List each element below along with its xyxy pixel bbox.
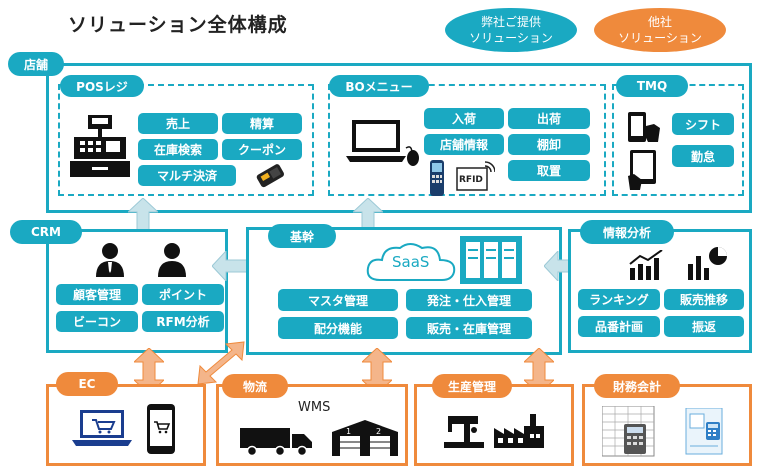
bo-section [328,84,606,196]
cloud-icon: SaaS [364,240,458,284]
pos-item-multi-payment: マルチ決済 [138,165,236,186]
rfid-text: RFID [459,175,483,185]
bo-item-arrival: 入荷 [424,108,504,129]
analysis-item-ranking: ランキング [578,289,660,310]
laptop-cart-icon [72,410,132,448]
card-terminal-icon [252,163,288,191]
analysis-label: 情報分析 [580,220,674,244]
pos-item-stock-search: 在庫検索 [138,139,218,160]
bo-item-inventory: 棚卸 [508,134,590,155]
sewing-machine-icon [444,414,484,448]
smartphone-touch-icon [624,110,664,146]
store-label: 店舗 [8,52,64,76]
smartphone-cart-icon [146,404,176,454]
pos-label: POSレジ [60,75,144,97]
server-icon [460,236,522,284]
rfid-icon: RFID [455,160,495,192]
pos-section [58,84,314,196]
core-item-order: 発注・仕入管理 [406,289,532,311]
logistics-label: 物流 [222,374,288,398]
svg-text:1: 1 [346,427,351,436]
svg-text:2: 2 [376,427,381,436]
crm-item-rfm: RFM分析 [142,311,224,332]
factory-icon [494,414,544,448]
ec-label: EC [56,372,118,396]
saas-text: SaaS [392,253,430,271]
bar-chart-icon [628,250,666,280]
tmq-item-attendance: 勤怠 [672,145,734,167]
tmq-item-shift: シフト [672,113,734,135]
spreadsheet-calculator-icon [602,406,658,458]
pos-item-settlement: 精算 [222,113,302,134]
tablet-touch-icon [626,150,662,190]
arrow-core-logistics [362,348,392,394]
person-tie-icon [94,241,126,277]
pos-item-coupon: クーポン [222,139,302,160]
analysis-item-review: 振返 [664,316,744,337]
tmq-label: TMQ [616,75,688,97]
handheld-scanner-icon [427,160,447,196]
person-icon [156,241,188,277]
wms-text: WMS [298,400,331,415]
analysis-item-sales-trend: 販売推移 [664,289,744,310]
bo-label: BOメニュー [329,75,429,97]
legend-other-solution: 他社 ソリューション [594,8,726,52]
arrow-core-production [524,348,554,394]
core-label: 基幹 [268,224,336,248]
bo-item-store-info: 店舗情報 [424,134,504,155]
ec-section [46,384,206,466]
legend-own-solution: 弊社ご提供 ソリューション [445,8,577,52]
arrow-crm-ec [134,348,164,394]
truck-icon [240,426,316,456]
accounting-document-icon [682,408,728,456]
pos-register-icon [70,115,130,177]
accounting-label: 財務会計 [594,374,680,398]
bo-item-shipment: 出荷 [508,108,590,129]
pie-bar-chart-icon [688,246,728,280]
crm-item-customer: 顧客管理 [56,284,138,305]
analysis-item-product-plan: 品番計画 [578,316,660,337]
core-item-master: マスタ管理 [278,289,398,311]
production-label: 生産管理 [432,374,512,398]
pos-item-sales: 売上 [138,113,218,134]
core-item-sales-stock: 販売・在庫管理 [406,317,532,339]
bo-item-hold: 取置 [508,160,590,181]
page-title: ソリューション全体構成 [68,14,288,36]
crm-item-beacon: ビーコン [56,311,138,332]
laptop-mouse-icon [344,120,424,168]
crm-item-point: ポイント [142,284,224,305]
crm-label: CRM [10,220,82,244]
core-item-allocation: 配分機能 [278,317,398,339]
